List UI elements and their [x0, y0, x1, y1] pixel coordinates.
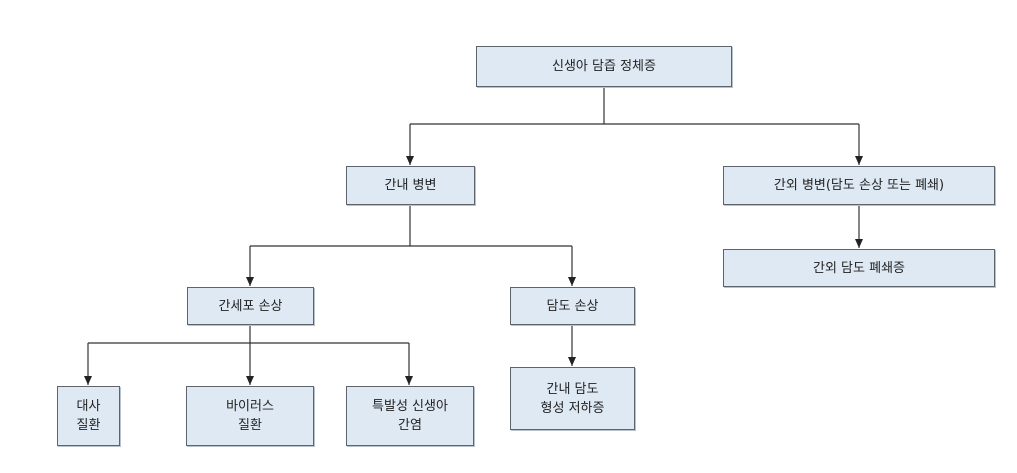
node-intrahepatic-bile-duct-hypoplasia: 간내 담도 형성 저하증 [510, 367, 635, 430]
node-intrahepatic-lesion: 간내 병변 [346, 166, 475, 205]
node-viral-disease-line2: 질환 [238, 418, 262, 433]
node-neonatal-cholestasis: 신생아 담즙 정체증 [476, 46, 732, 87]
node-intrahepatic-lesion-label: 간내 병변 [384, 178, 437, 193]
node-hepatocyte-injury: 간세포 손상 [187, 287, 314, 325]
node-intrahepatic-bile-duct-hypoplasia-line1: 간내 담도 [546, 381, 599, 397]
node-extrahepatic-biliary-atresia: 간외 담도 폐쇄증 [723, 249, 995, 287]
node-bile-duct-injury-label: 담도 손상 [546, 298, 599, 314]
node-idiopathic-neonatal-hepatitis-line2: 간염 [398, 418, 422, 433]
node-viral-disease: 바이러스 질환 [186, 386, 314, 446]
node-metabolic-disease-line2: 질환 [76, 418, 101, 433]
node-idiopathic-neonatal-hepatitis: 특발성 신생아 간염 [346, 386, 474, 446]
node-extrahepatic-biliary-atresia-label: 간외 담도 폐쇄증 [813, 260, 905, 276]
node-bile-duct-injury: 담도 손상 [510, 287, 635, 325]
node-neonatal-cholestasis-label: 신생아 담즙 정체증 [552, 59, 656, 74]
node-extrahepatic-lesion: 간외 병변(담도 손상 또는 폐쇄) [723, 166, 995, 205]
node-viral-disease-line1: 바이러스 [226, 399, 274, 414]
node-metabolic-disease-line1: 대사 [76, 399, 101, 414]
node-extrahepatic-lesion-label: 간외 병변(담도 손상 또는 폐쇄) [773, 178, 945, 193]
node-intrahepatic-bile-duct-hypoplasia-line2: 형성 저하증 [540, 400, 605, 416]
node-idiopathic-neonatal-hepatitis-line1: 특발성 신생아 [372, 399, 448, 414]
node-hepatocyte-injury-label: 간세포 손상 [218, 298, 283, 314]
node-metabolic-disease: 대사 질환 [57, 386, 120, 446]
